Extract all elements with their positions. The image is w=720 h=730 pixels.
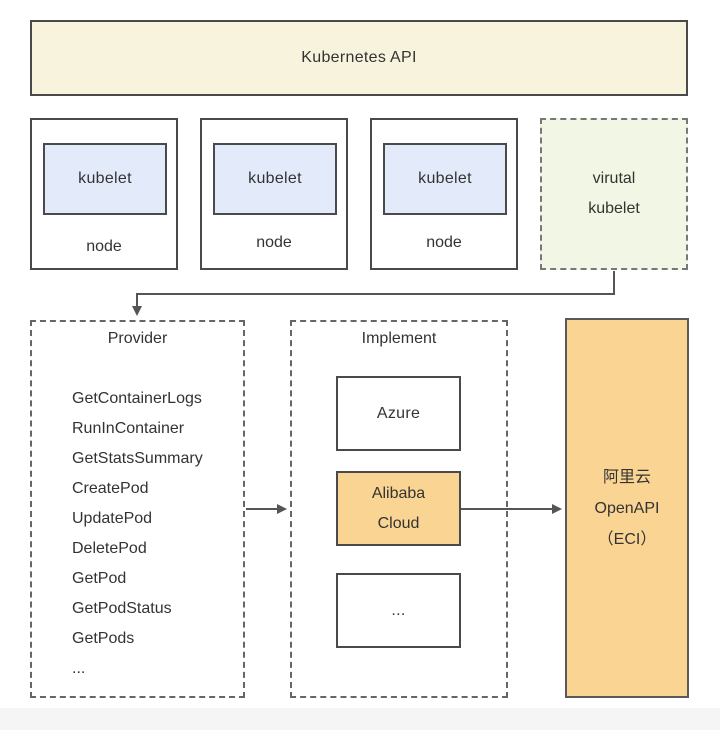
- provider-method-item: GetPods: [72, 630, 135, 647]
- virtual-kubelet-to-provider-arrow: [132, 271, 615, 316]
- provider-method-item: GetPodStatus: [72, 600, 172, 617]
- virtual-kubelet-line-2: kubelet: [588, 200, 640, 217]
- provider-title: Provider: [107, 330, 168, 347]
- provider-method-item: GetPod: [72, 570, 127, 587]
- azure-label: Azure: [376, 404, 421, 422]
- alibaba-cloud-line-2: Cloud: [377, 514, 420, 532]
- node-box-3: kubelet node: [370, 118, 518, 270]
- kubelet-box-2: kubelet: [213, 143, 337, 215]
- implement-title: Implement: [361, 330, 437, 347]
- node-label-2: node: [256, 234, 292, 251]
- alibaba-cloud-line-1: Alibaba: [371, 484, 426, 502]
- kubernetes-api-box: Kubernetes API: [30, 20, 688, 96]
- provider-method-item: GetContainerLogs: [72, 390, 202, 407]
- provider-method-item: DeletePod: [72, 540, 147, 557]
- node-label-3: node: [426, 234, 462, 251]
- virtual-kubelet-line-1: virutal: [592, 170, 636, 187]
- node-box-1: kubelet node: [30, 118, 178, 270]
- provider-method-item: CreatePod: [72, 480, 149, 497]
- aliyun-openapi-box: 阿里云 OpenAPI （ECI）: [565, 318, 689, 698]
- provider-method-item: UpdatePod: [72, 510, 153, 527]
- kubernetes-api-label: Kubernetes API: [301, 49, 417, 66]
- openapi-line-2: OpenAPI: [594, 499, 660, 517]
- provider-method-item: RunInContainer: [72, 420, 185, 437]
- kubelet-label-3: kubelet: [418, 170, 472, 187]
- alibaba-cloud-box: Alibaba Cloud: [336, 471, 461, 546]
- openapi-line-1: 阿里云: [602, 468, 651, 486]
- azure-box: Azure: [336, 376, 461, 451]
- provider-method-item: ...: [72, 660, 86, 677]
- kubelet-box-1: kubelet: [43, 143, 167, 215]
- node-box-2: kubelet node: [200, 118, 348, 270]
- more-implementations-label: ...: [391, 601, 406, 619]
- node-label-1: node: [86, 238, 122, 255]
- more-implementations-box: ...: [336, 573, 461, 648]
- provider-method-item: GetStatsSummary: [72, 450, 203, 467]
- kubelet-label-1: kubelet: [78, 170, 132, 187]
- bottom-strip: [0, 708, 720, 730]
- kubelet-box-3: kubelet: [383, 143, 507, 215]
- openapi-line-3: （ECI）: [597, 530, 657, 548]
- kubelet-label-2: kubelet: [248, 170, 302, 187]
- virtual-kubelet-box: virutal kubelet: [540, 118, 688, 270]
